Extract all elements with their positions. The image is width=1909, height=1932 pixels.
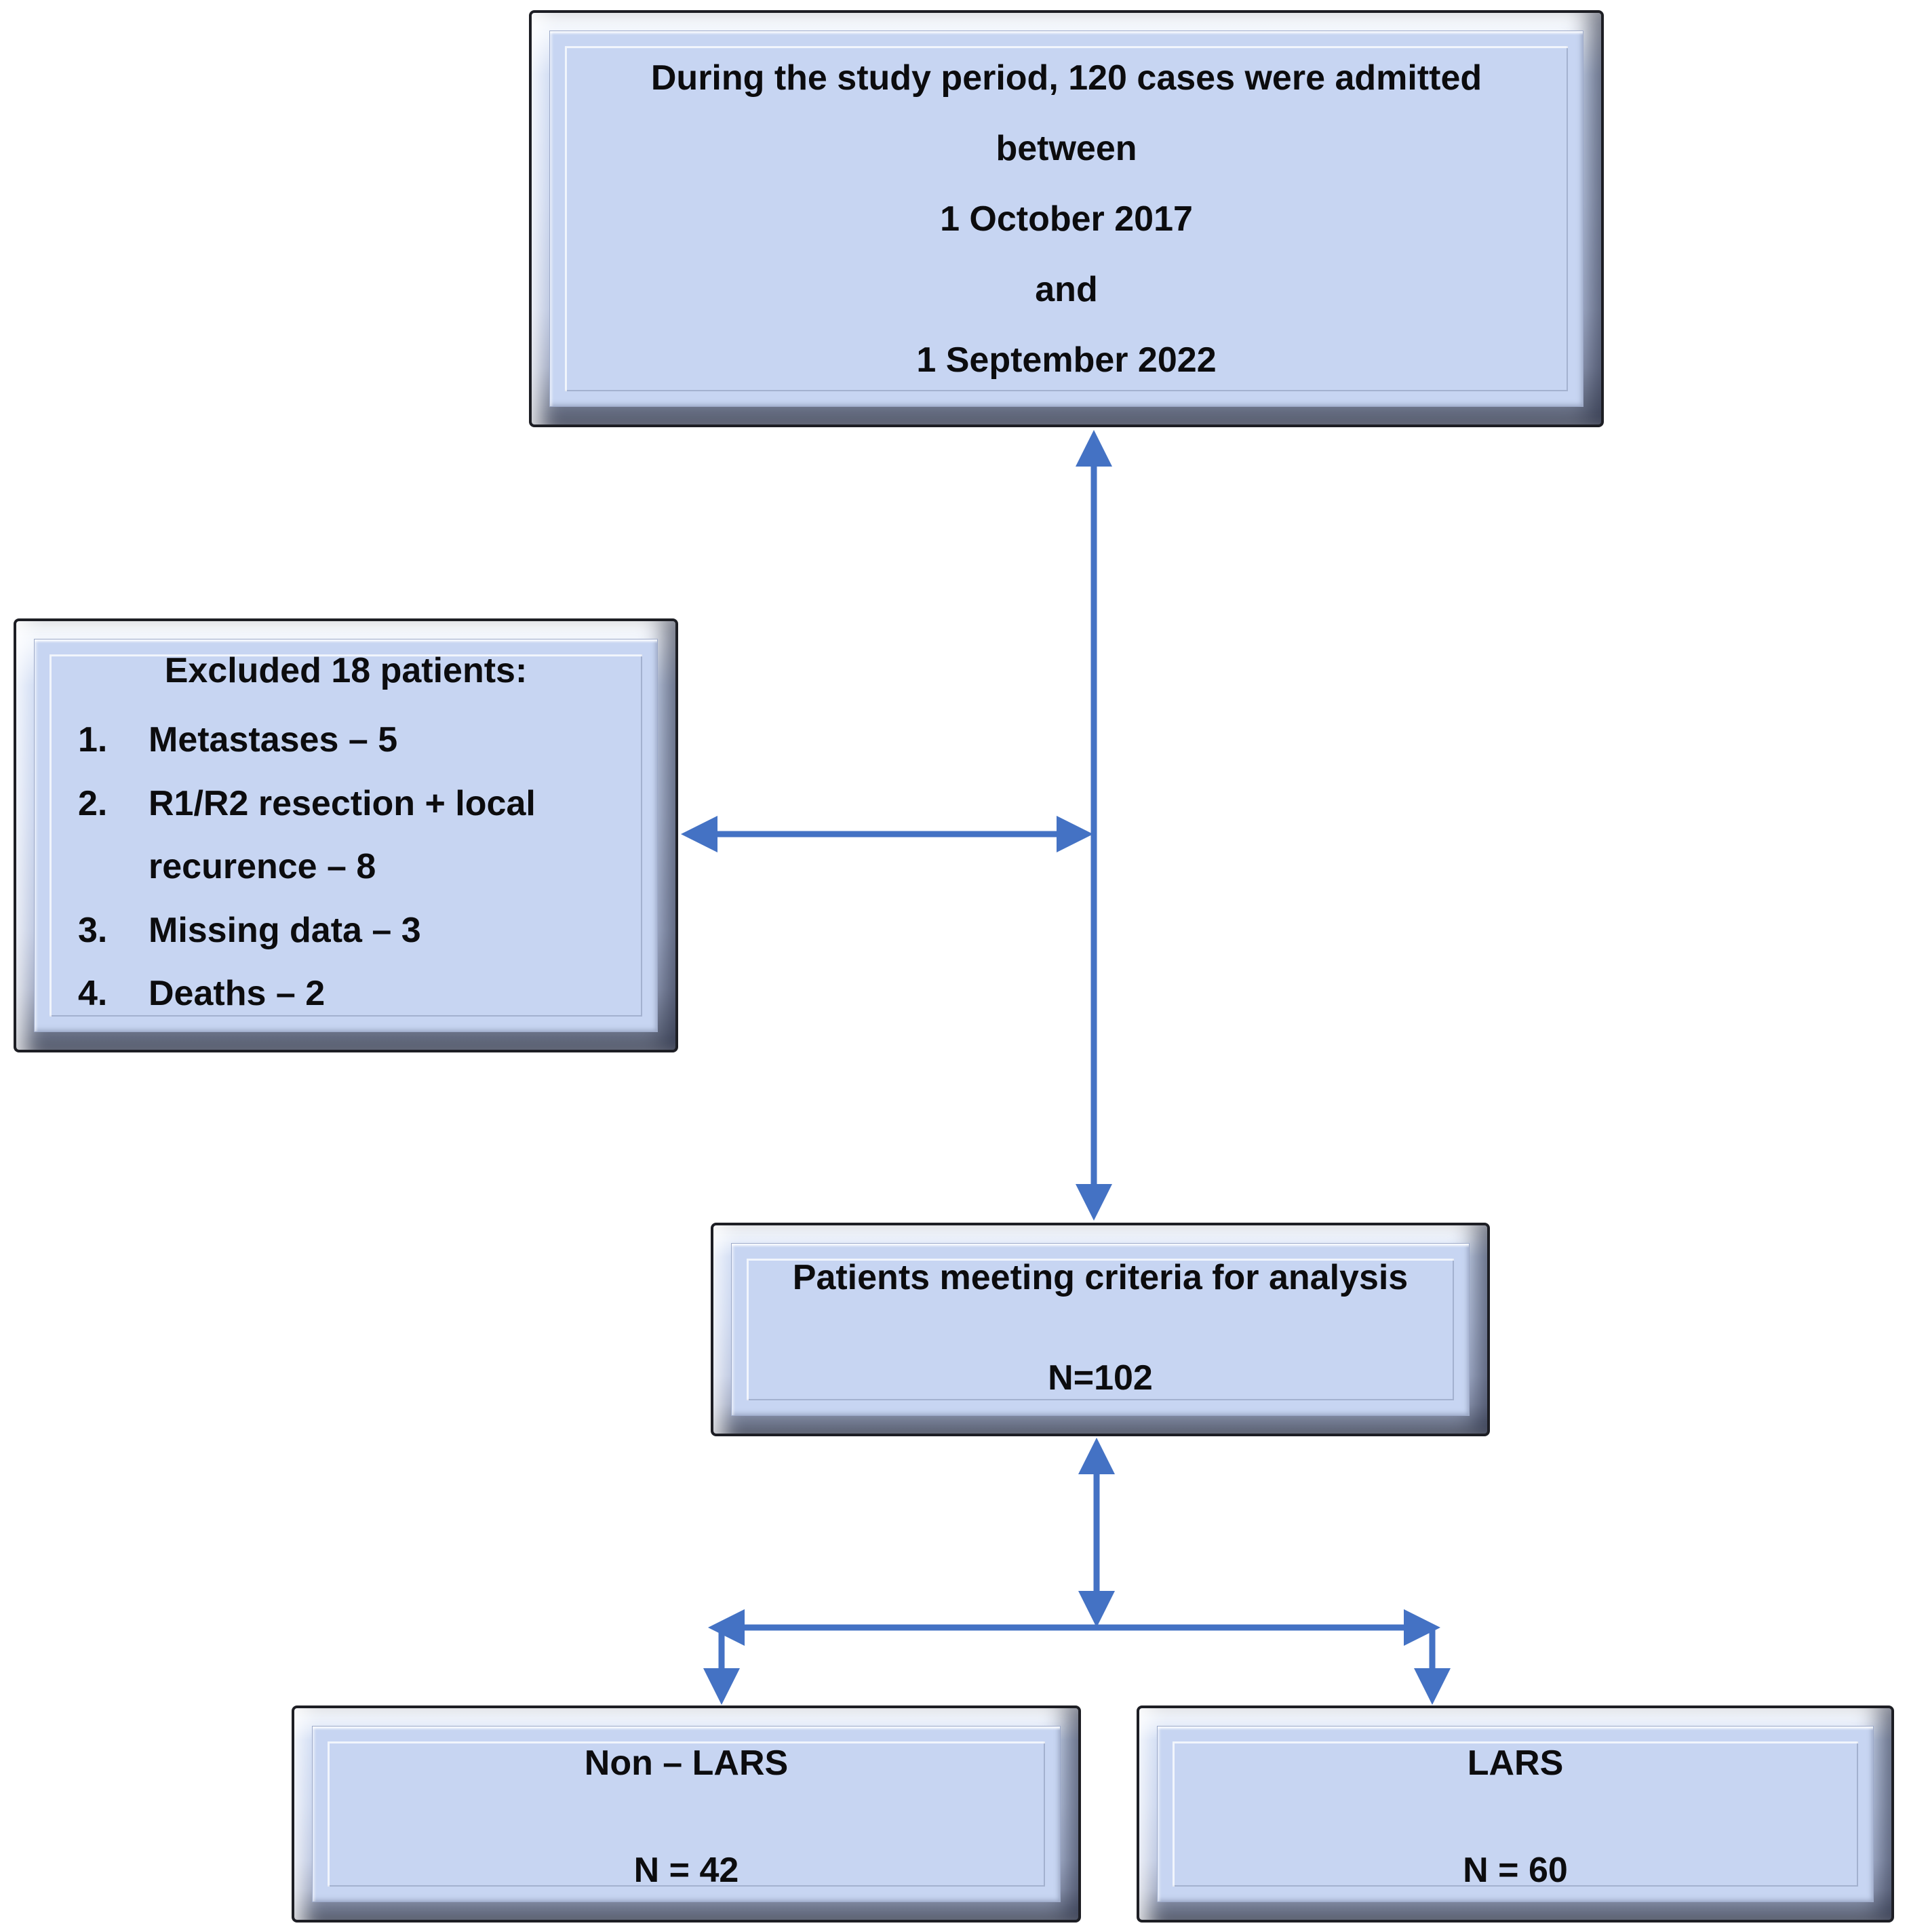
admitted-line-4: and xyxy=(1035,269,1098,309)
admitted-line-3: 1 October 2017 xyxy=(940,199,1193,239)
excluded-item-text: R1/R2 resection + local recurence – 8 xyxy=(149,783,536,887)
arrow-admitted-to-criteria xyxy=(1076,430,1112,1221)
non-lars-count: N = 42 xyxy=(633,1851,739,1890)
admitted-line-1: During the study period, 120 cases were … xyxy=(650,58,1482,98)
excluded-item-text: Deaths – 2 xyxy=(149,974,326,1014)
excluded-item: 4. Deaths – 2 xyxy=(52,962,639,1026)
excluded-list: 1. Metastases – 5 2. R1/R2 resection + l… xyxy=(52,709,639,1026)
arrowhead-down-icon xyxy=(1414,1668,1451,1705)
arrow-excluded-to-flow xyxy=(681,816,1093,852)
excluded-item: 3. Missing data – 3 xyxy=(52,899,639,963)
arrowhead-down-icon xyxy=(703,1668,740,1705)
box-excluded: Excluded 18 patients: 1. Metastases – 5 … xyxy=(14,618,678,1052)
arrow-split-to-nonlars xyxy=(703,1628,740,1705)
excluded-item-number: 3. xyxy=(78,910,108,950)
lars-count: N = 60 xyxy=(1463,1851,1568,1890)
box-criteria-face: Patients meeting criteria for analysis N… xyxy=(731,1243,1470,1416)
box-admitted: During the study period, 120 cases were … xyxy=(529,10,1604,427)
arrowhead-up-icon xyxy=(1076,430,1112,467)
arrow-criteria-to-split xyxy=(1078,1438,1115,1628)
arrowhead-up-icon xyxy=(1078,1438,1115,1474)
excluded-item-number: 1. xyxy=(78,720,108,760)
box-lars: LARS N = 60 xyxy=(1137,1706,1894,1923)
box-non-lars-face: Non – LARS N = 42 xyxy=(312,1726,1061,1902)
box-lars-face: LARS N = 60 xyxy=(1157,1726,1874,1902)
excluded-item-number: 2. xyxy=(78,783,108,823)
box-non-lars: Non – LARS N = 42 xyxy=(292,1706,1081,1923)
criteria-count: N=102 xyxy=(1048,1358,1153,1398)
arrowhead-right-icon xyxy=(1057,816,1093,852)
lars-title: LARS xyxy=(1467,1743,1564,1783)
split-bar xyxy=(708,1609,1440,1646)
criteria-title: Patients meeting criteria for analysis xyxy=(792,1258,1409,1297)
excluded-item-text: Missing data – 3 xyxy=(149,910,421,950)
arrowhead-down-icon xyxy=(1078,1591,1115,1628)
arrowhead-left-icon xyxy=(708,1609,745,1646)
admitted-line-5: 1 September 2022 xyxy=(916,340,1217,380)
excluded-item-text: Metastases – 5 xyxy=(149,720,398,760)
excluded-item-number: 4. xyxy=(78,974,108,1014)
arrowhead-right-icon xyxy=(1404,1609,1440,1646)
non-lars-title: Non – LARS xyxy=(584,1743,789,1783)
arrowhead-left-icon xyxy=(681,816,717,852)
admitted-line-2: between xyxy=(996,128,1137,168)
arrow-split-to-lars xyxy=(1414,1628,1451,1705)
box-criteria: Patients meeting criteria for analysis N… xyxy=(711,1223,1490,1436)
excluded-title: Excluded 18 patients: xyxy=(164,651,528,690)
arrowhead-down-icon xyxy=(1076,1184,1112,1221)
excluded-item: 2. R1/R2 resection + local recurence – 8 xyxy=(52,772,639,899)
box-excluded-face: Excluded 18 patients: 1. Metastases – 5 … xyxy=(34,639,658,1032)
box-admitted-face: During the study period, 120 cases were … xyxy=(549,31,1583,407)
excluded-item: 1. Metastases – 5 xyxy=(52,709,639,772)
